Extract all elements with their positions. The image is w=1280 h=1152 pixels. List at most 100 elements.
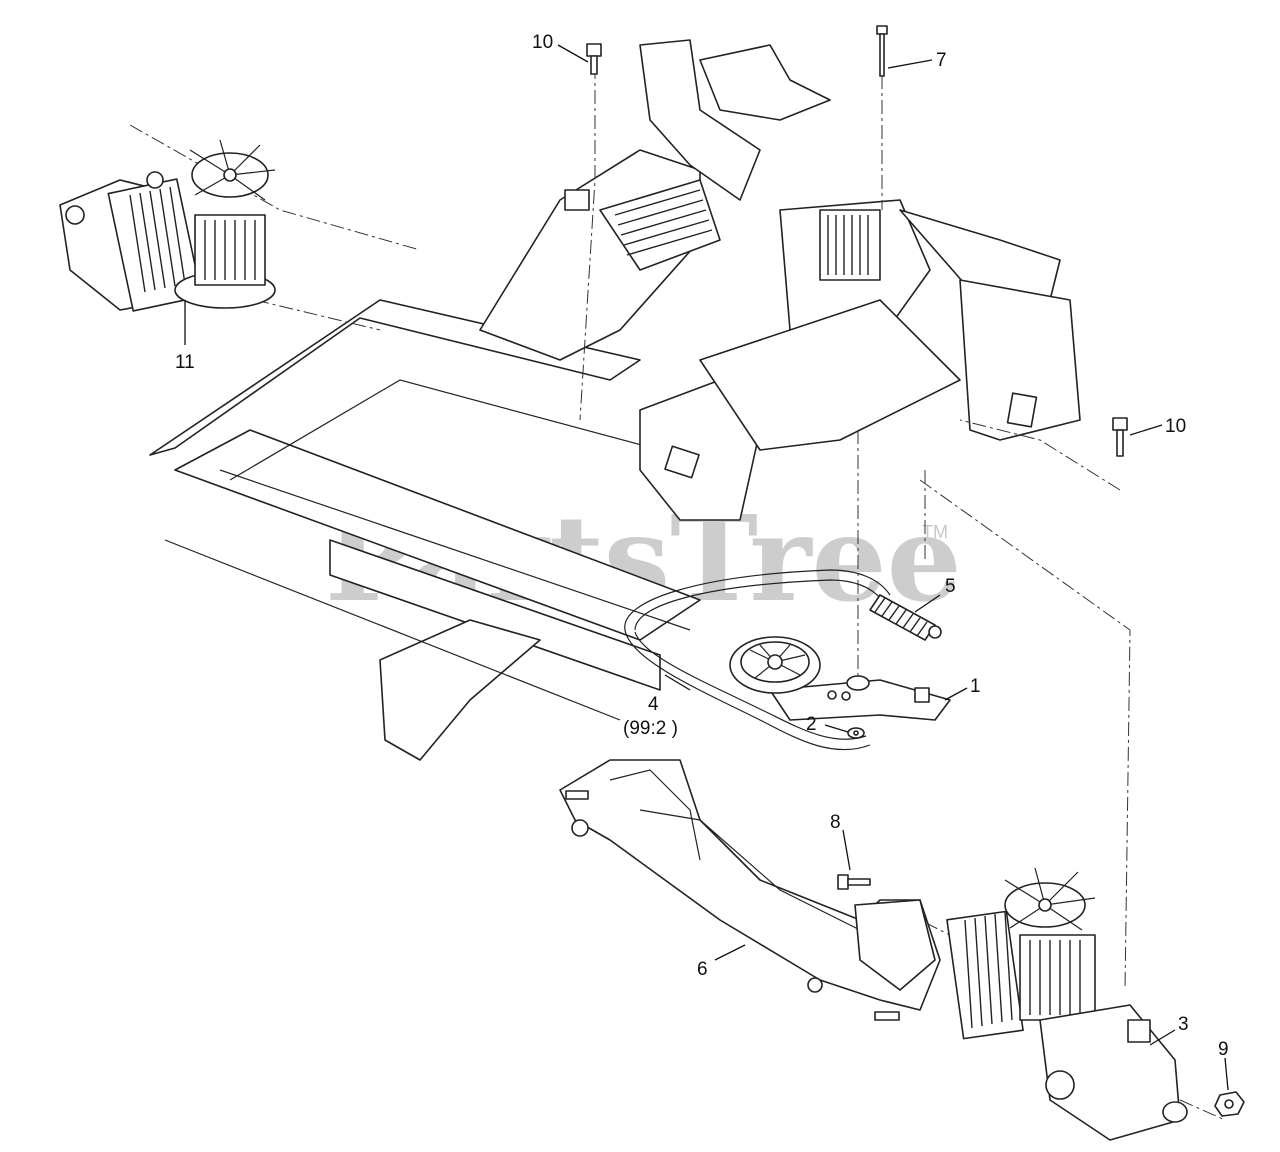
transaxle-left-side-block [194,214,266,286]
bolt-head [837,874,849,890]
callout-2[interactable]: 2 [806,714,817,735]
bolt-shank [590,55,598,75]
seat-mount-ribs [614,189,713,256]
bolt-7[interactable] [876,25,888,77]
callout-10-top[interactable]: 10 [532,32,553,53]
leader-8 [842,829,851,871]
spring-hook [928,625,942,639]
callout-4[interactable]: 4 [648,694,659,715]
leader-1 [944,687,968,701]
nut-hole [1224,1099,1234,1109]
callout-4-sub: (99:2 ) [623,718,678,739]
mount-bracket-end-plate [854,899,936,991]
seat-mount-plate [599,179,721,271]
watermark-trademark: TM [922,522,948,542]
transaxle-right-plug [1045,1070,1075,1100]
drive-belt[interactable] [624,569,891,751]
transaxle-right-axle-end [1162,1101,1188,1123]
belt-inner [634,579,883,740]
frame-tower [639,39,761,201]
transaxle-right-side-fins [1029,940,1081,1015]
assembly-line-bolt-10-top [579,65,596,421]
belt-outer [624,569,891,751]
warning-decal-spine [564,189,590,211]
leader-10-top [557,44,589,63]
transaxle-right-side-block [1019,934,1096,1021]
warning-decal-center [664,445,700,479]
washer-hole [853,730,859,736]
transaxle-left-fins [129,186,186,293]
frame-grille [819,209,881,281]
bolt-8[interactable] [837,874,871,890]
transaxle-left-side-fins [204,220,256,280]
callout-10-right[interactable]: 10 [1165,416,1186,437]
callout-7[interactable]: 7 [936,50,947,71]
callout-9[interactable]: 9 [1218,1039,1229,1060]
frame-front-bracket [379,619,541,761]
frame-ghost-line [164,539,621,721]
callout-6[interactable]: 6 [697,959,708,980]
leader-6 [714,944,746,961]
idler-spring[interactable] [869,594,942,641]
bolt-head [1112,417,1128,431]
callout-11[interactable]: 11 [175,352,195,373]
mount-bracket-hole-left [571,819,589,837]
idler-arm-assembly[interactable] [729,636,951,721]
assembly-line-transaxle-right [919,479,1131,991]
bolt-shank [847,878,871,886]
callout-labels: 10 7 10 11 5 1 2 4 (99:2 ) 8 6 3 9 [175,32,1229,1060]
transaxle-right-lever [1127,1019,1151,1043]
spring-coils [874,597,928,637]
frame-grille-fins [827,215,869,275]
mount-bracket-pin-right [874,1011,900,1021]
idler-pulley-hub [767,654,783,670]
idler-arm-hole-2 [841,691,851,701]
transaxle-right-fins [964,911,1013,1029]
bolt-head [586,43,602,57]
mount-bracket-hole-right [807,977,823,993]
bolt-shank [879,33,885,77]
bolt-shank [1116,429,1124,457]
transaxle-left-fan [189,139,276,201]
fan-blades [189,139,276,201]
frame-rail-left-lower [174,429,701,641]
transaxle-right[interactable] [946,867,1188,1141]
assembly-line-transaxle-left-lower [254,299,381,331]
frame-inner-line [219,469,691,631]
leader-3 [1149,1029,1176,1046]
frame-right-bracket [899,209,1061,301]
bolt-head [876,25,888,35]
transaxle-left[interactable] [59,139,276,312]
callout-1[interactable]: 1 [970,676,981,697]
frame-rear-right-plate [959,279,1081,441]
leader-9 [1224,1057,1229,1091]
idler-pulley-spokes [749,644,806,679]
callout-3[interactable]: 3 [1178,1014,1189,1035]
nut-9[interactable] [1214,1091,1245,1117]
assembly-line-nut-9 [1179,1099,1226,1121]
callout-5[interactable]: 5 [945,576,956,597]
leader-2 [824,724,849,733]
fan-center [223,168,237,182]
mount-bracket-pin [565,790,589,800]
bolt-10-right[interactable] [1112,417,1128,457]
assembly-line-transaxle-left [129,124,421,251]
bolt-10-top[interactable] [586,43,602,75]
leader-4 [664,674,691,691]
leader-5 [914,594,941,613]
mount-bracket-ribs [609,769,861,931]
callout-leaders [184,44,1229,1091]
callout-8[interactable]: 8 [830,812,841,833]
frame-crossmember [229,379,661,481]
transaxle-mount-bracket[interactable] [559,759,941,1021]
fan-center [1038,898,1052,912]
leader-10-right [1129,424,1163,436]
transaxle-left-axle-end [65,205,85,225]
washer-2[interactable] [847,727,865,739]
frame-rear-crossmember [699,299,961,451]
spring-coil-body [869,594,936,641]
mount-bracket-body [559,759,941,1011]
warning-decal-right [1006,392,1038,428]
